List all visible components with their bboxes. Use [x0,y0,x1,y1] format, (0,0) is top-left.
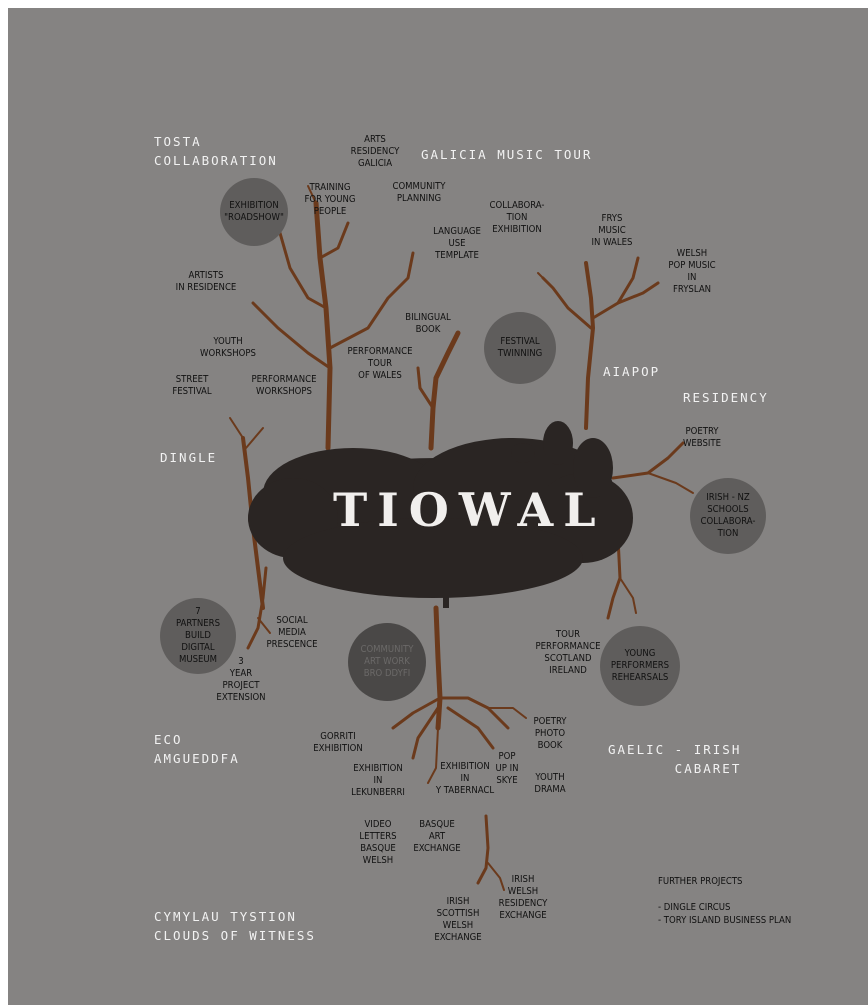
label-gorriti-exhibition: GORRITI EXHIBITION [313,731,363,754]
label-youth-drama: YOUTH DRAMA [534,772,566,795]
branch-lower-left [246,566,268,650]
branch-dingle-a [229,417,244,439]
label-performance-tour-wales: PERFORMANCE TOUR OF WALES [347,346,413,381]
roots-c [438,696,510,730]
label-exhibition-y-tabernacl: EXHIBITION IN Y TABERNACL [435,761,495,796]
branch-left-tree-a [278,231,328,310]
branch-residency-a [647,472,694,494]
circle-festival-twinning: FESTIVAL TWINNING [484,312,556,384]
label-training-young-people: TRAINING FOR YOUNG PEOPLE [304,182,356,217]
branch-lower-left-b [257,617,271,634]
branch-right-tree [584,261,595,430]
label-three-year-extension: 3 YEAR PROJECT EXTENSION [216,656,266,703]
label-bilingual-book: BILINGUAL BOOK [405,312,451,335]
label-poetry-website: POETRY WEBSITE [682,426,722,449]
circle-community-art-work: COMMUNITY ART WORK BRO DDYFI [348,623,426,701]
label-tour-performance-scotland-ireland: TOUR PERFORMANCE SCOTLAND IRELAND [535,629,601,676]
further-projects: FURTHER PROJECTS - DINGLE CIRCUS - TORY … [658,875,791,927]
roots-lower-a [487,862,505,891]
diagram-canvas: TIOWAL TOSTA COLLABORATION GALICIA MUSIC… [8,8,868,1005]
circle-young-performers: YOUNG PERFORMERS REHEARSALS [600,626,680,706]
label-irish-welsh-residency-exchange: IRISH WELSH RESIDENCY EXCHANGE [498,874,548,921]
label-arts-residency-galicia: ARTS RESIDENCY GALICIA [350,134,400,169]
roots-d [446,706,495,750]
branch-lower-right [606,536,622,620]
circle-irish-nz-schools: IRISH - NZ SCHOOLS COLLABORA- TION [690,478,766,554]
label-cymylau-tystion: CYMYLAU TYSTION CLOUDS OF WITNESS [154,909,316,943]
roots-main [433,605,443,731]
label-social-media-prescence: SOCIAL MEDIA PRESCENCE [266,615,318,650]
label-tosta-collaboration: TOSTA COLLABORATION [154,134,278,168]
label-video-letters-basque-welsh: VIDEO LETTERS BASQUE WELSH [359,819,397,866]
label-artists-in-residence: ARTISTS IN RESIDENCE [175,270,237,293]
label-aiapop: AIAPOP [603,364,661,379]
further-projects-heading: FURTHER PROJECTS [658,876,743,887]
branch-right-tree-d [537,272,554,289]
label-community-planning: COMMUNITY PLANNING [392,181,446,204]
circle-exhibition-roadshow: EXHIBITION "ROADSHOW" [220,178,288,246]
branch-left-tree-b [318,221,350,260]
logo-title: TIOWAL [333,483,606,537]
circle-seven-partners: 7 PARTNERS BUILD DIGITAL MUSEUM [160,598,236,674]
tree-foliage-cloud [248,421,633,608]
label-frys-music-wales: FRYS MUSIC IN WALES [591,213,633,248]
branch-mid-tree [428,330,461,451]
branch-mid-tree-a [416,366,435,410]
branch-left-tree-e [307,185,317,204]
label-welsh-pop-fryslan: WELSH POP MUSIC IN FRYSLAN [668,248,716,295]
branch-right-tree-c [616,281,660,305]
label-dingle: DINGLE [160,450,218,465]
label-galicia-music-tour: GALICIA MUSIC TOUR [421,147,593,162]
branch-dingle-b [245,427,264,449]
roots-e [427,727,439,784]
roots-lower [476,814,490,885]
label-language-use-template: LANGUAGE USE TEMPLATE [433,226,481,261]
roots-a [391,696,442,730]
label-youth-workshops: YOUTH WORKSHOPS [200,336,256,359]
further-projects-item: - TORY ISLAND BUSINESS PLAN [658,915,792,926]
label-irish-scottish-welsh-exchange: IRISH SCOTTISH WELSH EXCHANGE [434,896,482,943]
label-residency: RESIDENCY [683,390,769,405]
branch-right-tree-b [591,256,640,320]
branch-lower-right-a [619,577,637,614]
further-projects-item: - DINGLE CIRCUS [658,902,731,913]
branch-left-tree-c [328,251,415,350]
label-exhibition-lekunberri: EXHIBITION IN LEKUNBERRI [351,763,405,798]
label-poetry-photo-book: POETRY PHOTO BOOK [533,716,567,751]
label-street-festival: STREET FESTIVAL [172,374,212,397]
label-basque-art-exchange: BASQUE ART EXCHANGE [413,819,461,854]
label-gaelic-irish-cabaret: GAELIC - IRISH CABARET [608,742,742,776]
branch-left-tree-d [251,301,332,370]
label-performance-workshops: PERFORMANCE WORKSHOPS [251,374,317,397]
roots-b [411,706,440,760]
branch-residency [611,441,685,480]
label-eco-amgueddfa: ECO AMGUEDDFA [154,732,240,766]
roots-f [487,707,527,719]
label-pop-up-skye: POP UP IN SKYE [495,751,519,786]
label-collaboration-exhibition: COLLABORA- TION EXHIBITION [489,200,545,235]
